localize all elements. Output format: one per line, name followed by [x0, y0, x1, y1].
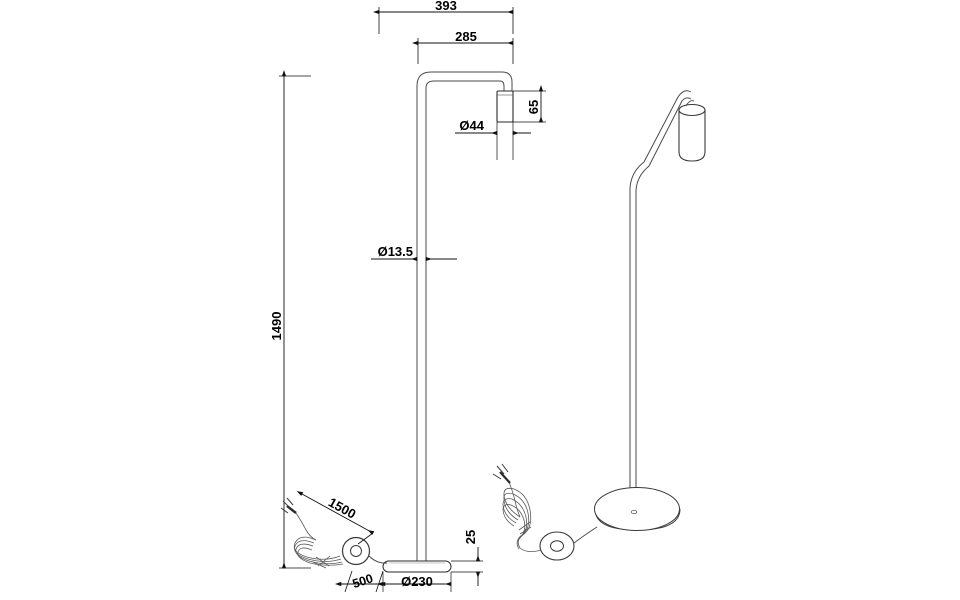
plug-earth-clip: [280, 507, 289, 514]
plug-pin-2: [286, 497, 294, 506]
iso-lamp-head-top-ellipse: [678, 103, 706, 117]
iso-pole-socket-hole: [630, 509, 638, 514]
iso-base-top-ellipse: [594, 487, 680, 531]
dimension-393-label: 393: [435, 0, 457, 13]
front-view-power-cable: [293, 512, 344, 569]
cable-loop-4: [297, 547, 344, 566]
iso-head-socket-neck: [685, 100, 695, 107]
iso-plug-pin-2: [501, 463, 509, 473]
iso-lamp-head-body: [678, 110, 706, 162]
iso-arm-outer-edge: [629, 90, 692, 320]
iso-view-lamp-head: [678, 100, 706, 162]
dimension-1490: [279, 70, 311, 569]
dimension-d44-label: Ø44: [459, 118, 484, 133]
plug-pin-1: [282, 500, 291, 509]
base-plate-body: [382, 560, 452, 573]
arm-inner-edge: [425, 80, 505, 330]
dimension-d230: [377, 572, 452, 592]
dimension-393: [373, 7, 514, 34]
dimension-65-label: 65: [526, 100, 541, 114]
cable-cross-1: [315, 556, 330, 567]
cable-cross-2: [317, 555, 331, 567]
iso-cable-cross-1: [518, 521, 531, 531]
iso-view-foot-switch: [539, 526, 598, 561]
dimension-1500-line: [296, 491, 375, 536]
lamp-head-body: [496, 90, 514, 123]
dimension-500-label: 500: [351, 571, 375, 591]
iso-view-mains-plug: [492, 463, 511, 484]
front-view-mains-plug: [280, 497, 297, 514]
front-view-pole: [416, 325, 427, 561]
dimension-285: [412, 38, 514, 64]
front-view-foot-switch: [341, 536, 388, 566]
dimension-d230-label: Ø230: [401, 574, 433, 589]
dimension-25-label: 25: [463, 530, 478, 544]
front-view-lamp-head: [496, 90, 514, 123]
dimension-d44: [455, 122, 531, 160]
iso-plug-earth-clip: [492, 473, 502, 480]
dimension-1500: [296, 491, 375, 545]
iso-plug-body: [499, 471, 511, 484]
cable-cross-3: [312, 561, 327, 569]
iso-view-arm-tube: [629, 90, 692, 320]
iso-view-pole: [629, 315, 637, 512]
switch-to-base-cable: [368, 555, 388, 564]
dimension-25: [451, 547, 483, 586]
dimension-d13-5-label: Ø13.5: [378, 244, 413, 259]
iso-cable-figure-eight-1: [503, 487, 542, 552]
dimension-1500-ext: [357, 532, 374, 545]
iso-plug-pin-1: [496, 465, 505, 475]
front-view-base-plate: [382, 560, 452, 573]
iso-view-base-plate: [594, 487, 681, 531]
iso-foot-switch-inner-button: [550, 540, 564, 552]
dimension-65: [513, 85, 546, 123]
iso-arm-inner-edge: [635, 97, 692, 320]
iso-cable-figure-eight-4: [502, 504, 526, 540]
dimension-285-label: 285: [455, 29, 477, 44]
iso-view-power-cable: [502, 481, 542, 552]
iso-cable-cross-2: [519, 526, 532, 535]
dimension-500-tick-left: [344, 570, 353, 593]
dimension-500-tick-right: [375, 570, 384, 593]
dimension-1500-label: 1500: [326, 494, 359, 521]
arm-outer-edge: [416, 71, 513, 330]
dimension-1490-label: 1490: [269, 312, 284, 341]
cable-from-plug: [295, 512, 317, 541]
foot-switch-inner-button: [350, 545, 362, 557]
iso-switch-to-base-cable: [573, 526, 598, 544]
front-view-arm-tube: [416, 71, 513, 330]
iso-cable-from-plug: [508, 481, 521, 518]
